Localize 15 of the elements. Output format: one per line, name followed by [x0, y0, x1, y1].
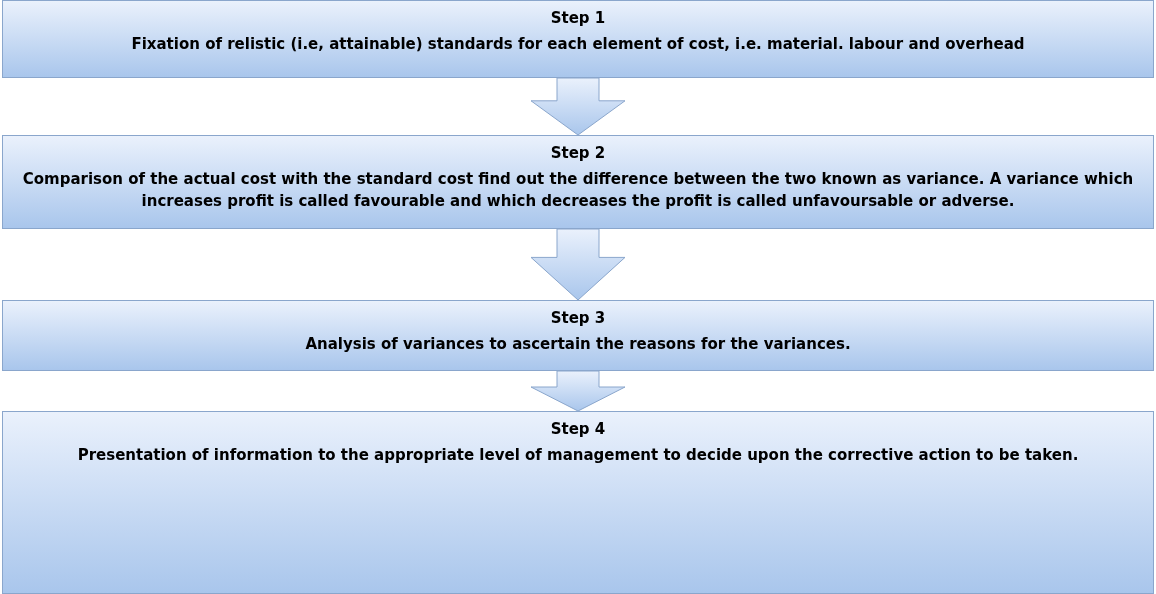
- step-heading: Step 3: [550, 308, 606, 329]
- step-box: [2, 135, 1154, 229]
- step-description: Presentation of information to the appropriate level of management to decide upon the corrective action to be taken.: [77, 445, 1079, 466]
- block-arrow: [530, 370, 626, 412]
- step-description: Analysis of variances to ascertain the reasons for the variances.: [305, 334, 851, 355]
- step-box: [2, 300, 1154, 371]
- step-heading: Step 2: [550, 143, 606, 164]
- step-box: [2, 411, 1154, 594]
- step-description: Comparison of the actual cost with the standard cost find out the difference between the two known as variance. A variance which increases profit is called favourable and which decreases the profit is called unfavoursable or adverse.: [21, 169, 1135, 212]
- block-arrow: [530, 77, 626, 136]
- step-box: [2, 0, 1154, 78]
- step-heading: Step 4: [550, 419, 606, 440]
- block-arrow: [530, 228, 626, 301]
- step-heading: Step 1: [550, 8, 606, 29]
- step-description: Fixation of relistic (i.e, attainable) standards for each element of cost, i.e. material. labour and overhead: [131, 34, 1025, 55]
